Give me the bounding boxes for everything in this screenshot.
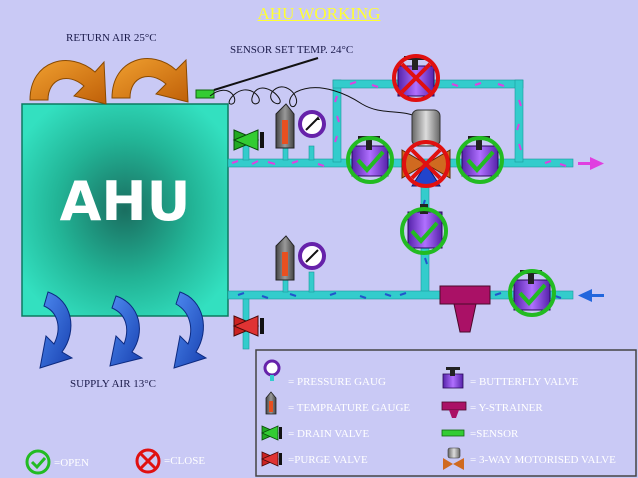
close-mark-valve-bypass [392,54,440,102]
legend-close-label: =CLOSE [164,455,206,467]
close-mark-three-way [402,140,450,188]
page-title: AHU WORKING [257,4,381,23]
purge-valve-bottom[interactable] [232,315,264,337]
legend-butterfly-valve-label: = BUTTERFLY VALVE [470,376,579,388]
legend-three-way-valve-icon [443,447,464,470]
temperature-gauge-bottom [275,235,295,281]
open-mark-valve-bottom [508,269,556,317]
open-mark-valve-left [346,136,394,184]
legend-close-icon [135,448,161,474]
pressure-gauge-top [298,110,326,138]
ahu-unit [21,103,229,317]
open-mark-valve-vertical [400,207,448,255]
legend-purge-valve-icon [261,451,282,467]
ahu-label: AHU [59,170,191,233]
legend-open-icon [25,449,51,475]
legend-drain-valve-label: = DRAIN VALVE [288,428,370,440]
flow-markers [231,81,567,167]
legend-sensor-icon [441,429,465,437]
legend-pressure-gauge-icon [263,359,281,381]
supply-air-arrow-3 [173,291,208,369]
supply-air-label: SUPPLY AIR 13°C [70,378,157,390]
inflow-arrow [578,289,604,302]
legend-three-way-valve-label: = 3-WAY MOTORISED VALVE [470,454,616,466]
y-strainer [439,285,491,333]
legend-y-strainer-label: = Y-STRAINER [470,402,543,414]
legend-temperature-gauge-label: = TEMPRATURE GAUGE [288,402,411,414]
drain-valve-top[interactable] [232,129,264,151]
pressure-gauge-bottom [298,242,326,270]
sensor [195,89,215,99]
legend-y-strainer-icon [441,401,467,418]
supply-air-arrow-2 [109,295,144,367]
return-air-arrow-1 [29,60,107,105]
legend-open-label: =OPEN [54,457,89,469]
legend-pressure-gauge-label: = PRESSURE GAUG [288,376,386,388]
legend-temperature-gauge-icon [265,391,277,415]
temperature-gauge-top [275,103,295,149]
supply-air-arrow-1 [39,291,74,369]
sensor-set-temp-label: SENSOR SET TEMP. 24°C [230,44,354,56]
legend-purge-valve-label: =PURGE VALVE [288,454,368,466]
sensor-pointer-line [213,57,319,91]
legend-box [255,349,637,477]
flow-markers-blue [237,199,562,299]
open-mark-valve-right [456,136,504,184]
sensor-wire [209,86,421,119]
outflow-arrow [578,157,604,170]
return-air-label: RETURN AIR 25°C [66,32,157,44]
legend-butterfly-valve-icon [442,367,464,389]
three-way-motorised-valve[interactable] [401,109,451,187]
legend-drain-valve-icon [261,425,282,441]
legend-sensor-label: =SENSOR [470,428,519,440]
return-air-arrow-2 [111,58,189,103]
